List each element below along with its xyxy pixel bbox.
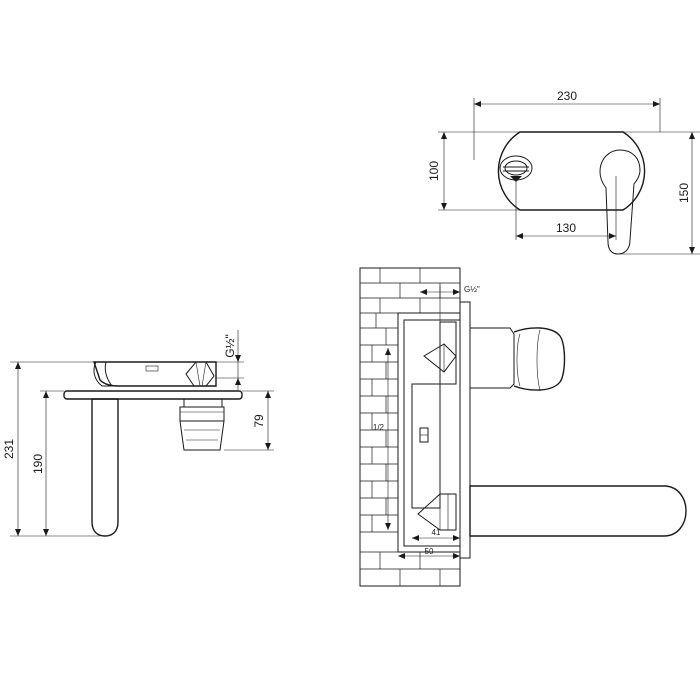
section-view: G½" 1/2 41 50 <box>359 267 687 587</box>
front-view: 230 100 150 130 <box>427 89 700 255</box>
side-valve-cone <box>185 361 215 387</box>
section-cone-bottom <box>417 493 457 531</box>
section-housing <box>439 321 457 385</box>
dim-thread-g12: G½" <box>223 334 237 358</box>
dim-depth-79: 79 <box>252 414 266 428</box>
side-wall-plate <box>63 390 243 400</box>
side-body-top <box>93 361 217 387</box>
diverter-knob <box>499 155 533 182</box>
concealed-box <box>397 312 461 553</box>
dim-height-231: 231 <box>2 439 16 459</box>
dim-height-100: 100 <box>427 161 441 181</box>
dim-offset-130: 130 <box>556 221 576 235</box>
section-depth-50: 50 <box>425 547 434 556</box>
dim-height-150: 150 <box>677 183 691 203</box>
section-wall-plate <box>459 301 471 559</box>
section-depth-41: 41 <box>432 528 441 537</box>
dim-width-230: 230 <box>557 89 577 103</box>
section-thread-g12: G½" <box>464 285 480 294</box>
side-view: G½" 231 190 79 <box>2 330 274 537</box>
side-spout <box>91 398 119 537</box>
section-lever-knob <box>469 327 566 391</box>
section-vertical-12: 1/2 <box>373 423 385 432</box>
lever-handle <box>599 149 641 255</box>
side-rear-cartridge <box>179 398 225 451</box>
dim-height-190: 190 <box>31 454 45 474</box>
section-cone-top <box>423 343 457 373</box>
section-spout <box>469 485 687 537</box>
front-cover-plate <box>497 131 646 211</box>
